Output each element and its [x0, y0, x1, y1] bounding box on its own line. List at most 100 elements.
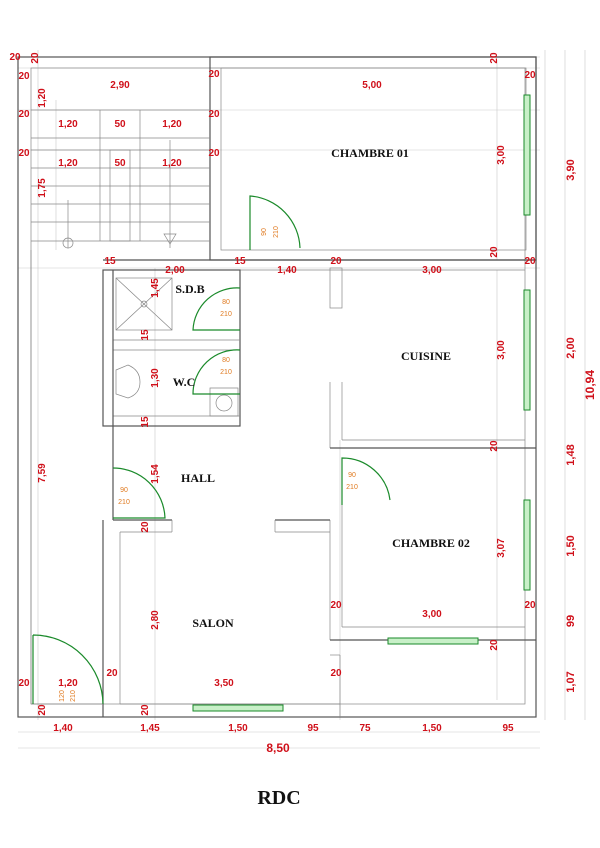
door-ch02-height: 210 — [346, 484, 358, 491]
dim: 20 — [524, 600, 536, 611]
plan-title: RDC — [257, 787, 300, 809]
door-sdb-width: 80 — [222, 299, 230, 306]
window-chambre02-bottom — [387, 637, 479, 645]
dim: 3,00 — [422, 609, 442, 620]
dim: 20 — [330, 256, 342, 267]
door-entry-height: 210 — [70, 690, 77, 702]
dim: 20 — [489, 246, 500, 258]
dim: 20 — [489, 440, 500, 452]
dim: 15 — [140, 329, 151, 341]
dim: 15 — [234, 256, 246, 267]
dimensions-left-edge: 20 20 20 20 20 — [9, 52, 21, 63]
dim: 3,00 — [422, 265, 442, 276]
dim: 15 — [104, 256, 116, 267]
dim: 1,50 — [228, 723, 248, 734]
door-ch01-width: 90 — [261, 228, 268, 236]
dim: 20 — [524, 70, 536, 81]
dim: 1,20 — [162, 119, 182, 130]
dim: 1,20 — [58, 158, 78, 169]
windows — [192, 94, 531, 712]
room-hall: HALL — [181, 471, 215, 485]
dim: 20 — [9, 52, 21, 63]
dim: 2,00 — [565, 337, 577, 358]
dim: 2,80 — [150, 610, 161, 630]
door-ch02-width: 90 — [348, 472, 356, 479]
dimensions-horizontal: 2,90 5,00 20 20 20 20 1,20 50 1,20 20 20… — [18, 69, 536, 755]
room-labels: CHAMBRE 01 S.D.B W.C CUISINE HALL CHAMBR… — [173, 146, 470, 630]
dim: 75 — [359, 723, 371, 734]
dim: 1,45 — [140, 723, 160, 734]
dim: 95 — [502, 723, 514, 734]
door-swings — [32, 195, 391, 705]
dim-total-height: 10,94 — [583, 370, 597, 400]
dim: 1,75 — [37, 178, 48, 198]
dim: 1,20 — [58, 678, 78, 689]
dim: 3,07 — [496, 538, 507, 558]
dim: 50 — [114, 158, 126, 169]
door-hall-height: 210 — [118, 499, 130, 506]
dimensions-vertical: 20 20 1,20 1,75 3,00 20 1,45 15 1,30 15 … — [30, 52, 597, 716]
dim: 3,50 — [214, 678, 234, 689]
dim: 1,20 — [37, 88, 48, 108]
dim: 1,20 — [58, 119, 78, 130]
dim: 3,00 — [496, 340, 507, 360]
room-chambre02: CHAMBRE 02 — [392, 536, 470, 550]
dim: 1,45 — [150, 278, 161, 298]
dim: 1,50 — [565, 535, 577, 556]
dim: 20 — [37, 704, 48, 716]
dim: 20 — [106, 668, 118, 679]
dim: 7,59 — [37, 463, 48, 483]
dim: 2,00 — [165, 265, 185, 276]
room-salon: SALON — [192, 616, 234, 630]
dim: 1,40 — [53, 723, 73, 734]
dim: 20 — [18, 109, 30, 120]
dim: 1,07 — [565, 671, 577, 692]
door-hall-width: 90 — [120, 487, 128, 494]
dim: 20 — [208, 148, 220, 159]
dim: 20 — [208, 69, 220, 80]
dim-total-width: 8,50 — [266, 741, 290, 755]
dim: 1,20 — [162, 158, 182, 169]
dim: 20 — [524, 256, 536, 267]
dim: 20 — [30, 52, 41, 64]
door-wc-height: 210 — [220, 369, 232, 376]
door-labels: 90 210 80 210 80 210 90 210 90 210 120 2… — [59, 226, 358, 702]
dim: 20 — [330, 600, 342, 611]
dim: 20 — [208, 109, 220, 120]
room-cuisine: CUISINE — [401, 349, 451, 363]
dim: 1,48 — [565, 444, 577, 465]
door-wc-width: 80 — [222, 357, 230, 364]
dim: 1,40 — [277, 265, 297, 276]
dim: 1,50 — [422, 723, 442, 734]
dim: 20 — [140, 704, 151, 716]
door-ch01-height: 210 — [273, 226, 280, 238]
window-salon — [192, 704, 284, 712]
dim: 20 — [489, 52, 500, 64]
room-sdb: S.D.B — [175, 282, 204, 296]
window-cuisine — [523, 289, 531, 411]
dim: 20 — [18, 148, 30, 159]
dim: 15 — [140, 416, 151, 428]
dim: 3,90 — [565, 159, 577, 180]
dim: 5,00 — [362, 80, 382, 91]
dim: 20 — [330, 668, 342, 679]
room-wc: W.C — [173, 375, 196, 389]
dim: 20 — [18, 71, 30, 82]
room-chambre01: CHAMBRE 01 — [331, 146, 409, 160]
dim: 99 — [565, 615, 577, 627]
dim: 1,30 — [150, 368, 161, 388]
dim: 20 — [18, 678, 30, 689]
walls — [17, 56, 537, 718]
dim: 3,00 — [496, 145, 507, 165]
window-chambre01 — [523, 94, 531, 216]
dim: 20 — [489, 639, 500, 651]
dim: 20 — [140, 521, 151, 533]
window-chambre02 — [523, 499, 531, 591]
door-entry-width: 120 — [59, 690, 66, 702]
dim: 50 — [114, 119, 126, 130]
dim: 95 — [307, 723, 319, 734]
dim: 1,54 — [150, 464, 161, 484]
door-sdb-height: 210 — [220, 311, 232, 318]
dim: 2,90 — [110, 80, 130, 91]
